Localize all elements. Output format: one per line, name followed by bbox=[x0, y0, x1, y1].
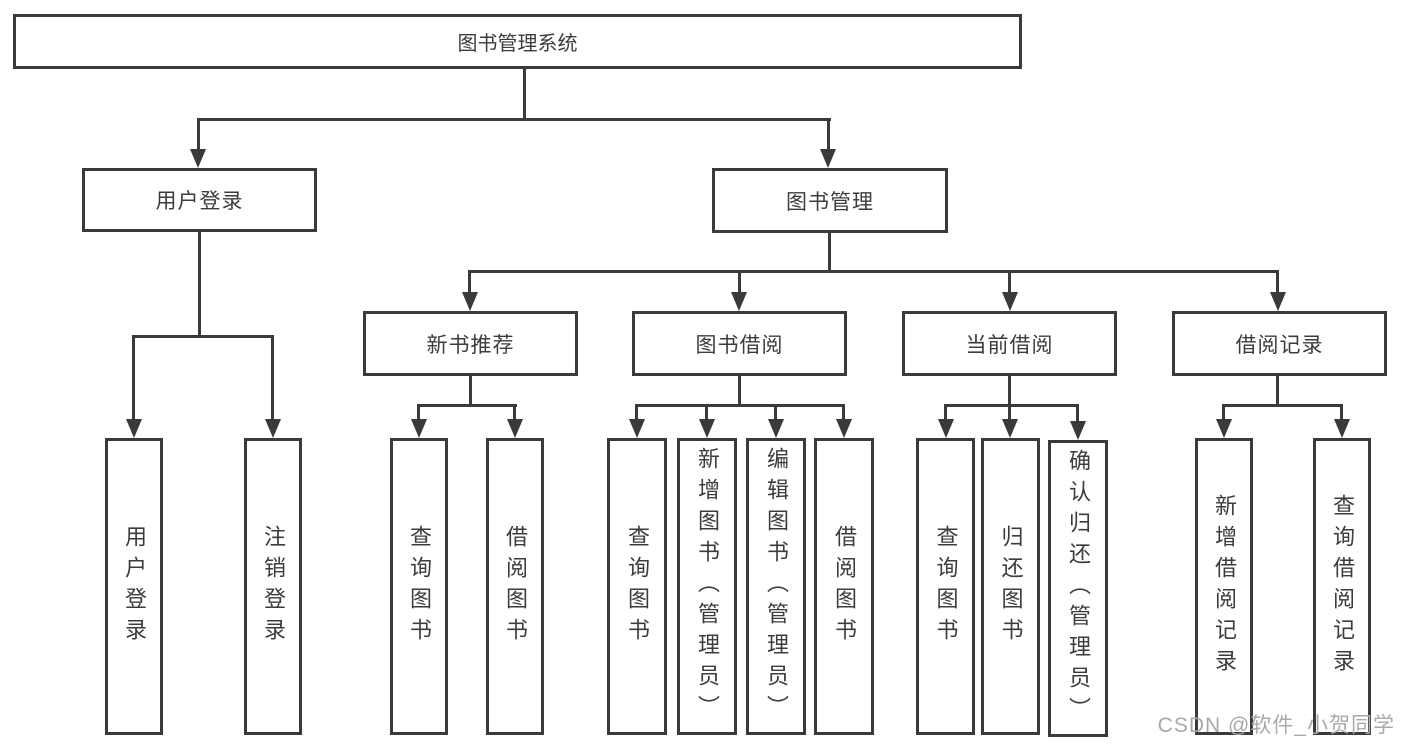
arrow-head bbox=[126, 419, 142, 438]
leaf-logout: 注销登录 bbox=[244, 438, 302, 735]
connector-line bbox=[417, 404, 420, 421]
connector-line bbox=[469, 270, 1279, 273]
leaf-add-book-admin-label: 新增图书（管理员） bbox=[695, 447, 720, 726]
arrow-head bbox=[1270, 292, 1286, 311]
arrow-head bbox=[629, 419, 645, 438]
arrow-head bbox=[1002, 292, 1018, 311]
leaf-query-book-current-label: 查询图书 bbox=[933, 524, 959, 649]
arrow-head bbox=[836, 419, 852, 438]
leaf-borrow-book-recommend-label: 借阅图书 bbox=[503, 524, 528, 649]
node-root-label: 图书管理系统 bbox=[457, 33, 578, 55]
connector-line bbox=[1008, 404, 1011, 421]
connector-line bbox=[944, 404, 947, 421]
connector-line bbox=[1276, 376, 1279, 406]
leaf-edit-book-admin: 编辑图书（管理员） bbox=[746, 438, 806, 735]
leaf-query-book-borrow-label: 查询图书 bbox=[625, 524, 650, 649]
leaf-add-borrow-record-label: 新增借阅记录 bbox=[1212, 493, 1237, 680]
node-book-borrow: 图书借阅 bbox=[632, 311, 847, 376]
leaf-user-login: 用户登录 bbox=[105, 438, 163, 735]
connector-line bbox=[198, 231, 201, 337]
leaf-query-borrow-record-label: 查询借阅记录 bbox=[1330, 493, 1355, 680]
connector-line bbox=[1076, 404, 1079, 421]
connector-line bbox=[944, 404, 1079, 407]
connector-line bbox=[774, 404, 777, 421]
leaf-query-borrow-record: 查询借阅记录 bbox=[1313, 438, 1371, 735]
leaf-confirm-return-admin-label: 确认归还（管理员） bbox=[1066, 449, 1091, 728]
leaf-add-book-admin: 新增图书（管理员） bbox=[677, 438, 737, 735]
node-new-book-recommend-label: 新书推荐 bbox=[426, 333, 515, 357]
connector-line bbox=[132, 335, 135, 421]
leaf-user-login-label: 用户登录 bbox=[122, 524, 147, 649]
connector-line bbox=[417, 404, 517, 407]
arrow-head bbox=[1334, 419, 1350, 438]
arrow-head bbox=[265, 419, 281, 438]
node-book-management-label: 图书管理 bbox=[786, 190, 874, 214]
arrow-head bbox=[190, 149, 206, 168]
arrow-head bbox=[820, 149, 836, 168]
node-root: 图书管理系统 bbox=[13, 14, 1022, 69]
leaf-add-borrow-record: 新增借阅记录 bbox=[1195, 438, 1253, 735]
connector-line bbox=[271, 335, 274, 421]
connector-line bbox=[197, 118, 200, 151]
node-book-borrow-label: 图书借阅 bbox=[695, 333, 784, 357]
arrow-head bbox=[411, 419, 427, 438]
node-new-book-recommend: 新书推荐 bbox=[363, 311, 578, 376]
node-borrow-records: 借阅记录 bbox=[1172, 311, 1387, 376]
arrow-head bbox=[731, 292, 747, 311]
connector-line bbox=[827, 118, 830, 151]
leaf-confirm-return-admin: 确认归还（管理员） bbox=[1048, 440, 1108, 737]
watermark: CSDN @软件_小贺同学 bbox=[1157, 714, 1395, 737]
connector-line bbox=[1222, 404, 1225, 421]
arrow-head bbox=[462, 292, 478, 311]
leaf-return-book-label: 归还图书 bbox=[998, 524, 1024, 649]
connector-line bbox=[842, 404, 845, 421]
leaf-borrow-book-recommend: 借阅图书 bbox=[486, 438, 544, 735]
node-current-borrow: 当前借阅 bbox=[902, 311, 1117, 376]
leaf-query-book-recommend-label: 查询图书 bbox=[407, 524, 432, 649]
connector-line bbox=[468, 270, 471, 293]
connector-line bbox=[738, 270, 741, 293]
connector-line bbox=[738, 376, 741, 406]
connector-line bbox=[469, 376, 472, 406]
connector-line bbox=[705, 404, 708, 421]
connector-line bbox=[523, 68, 526, 121]
node-current-borrow-label: 当前借阅 bbox=[965, 333, 1054, 357]
connector-line bbox=[513, 404, 516, 421]
arrow-head bbox=[1002, 419, 1018, 438]
connector-line bbox=[1222, 404, 1343, 407]
leaf-borrow-book-label: 借阅图书 bbox=[832, 524, 857, 649]
arrow-head bbox=[507, 419, 523, 438]
leaf-return-book: 归还图书 bbox=[981, 438, 1040, 735]
node-user-login-label: 用户登录 bbox=[155, 190, 244, 213]
connector-line bbox=[828, 232, 831, 273]
arrow-head bbox=[1216, 419, 1232, 438]
leaf-edit-book-admin-label: 编辑图书（管理员） bbox=[764, 447, 789, 726]
leaf-borrow-book: 借阅图书 bbox=[814, 438, 874, 735]
connector-line bbox=[635, 404, 845, 407]
connector-line bbox=[1340, 404, 1343, 421]
arrow-head bbox=[699, 419, 715, 438]
node-user-login: 用户登录 bbox=[82, 168, 317, 232]
connector-line bbox=[1008, 270, 1011, 293]
connector-line bbox=[635, 404, 638, 421]
leaf-query-book-current: 查询图书 bbox=[916, 438, 975, 735]
connector-line bbox=[1276, 270, 1279, 293]
node-borrow-records-label: 借阅记录 bbox=[1235, 333, 1324, 357]
connector-line bbox=[132, 335, 274, 338]
connector-line bbox=[197, 118, 831, 121]
leaf-logout-label: 注销登录 bbox=[261, 524, 286, 649]
node-book-management: 图书管理 bbox=[712, 168, 948, 233]
arrow-head bbox=[938, 419, 954, 438]
leaf-query-book-recommend: 查询图书 bbox=[390, 438, 448, 735]
connector-line bbox=[1008, 376, 1011, 406]
arrow-head bbox=[1070, 421, 1086, 440]
leaf-query-book-borrow: 查询图书 bbox=[607, 438, 667, 735]
arrow-head bbox=[768, 419, 784, 438]
